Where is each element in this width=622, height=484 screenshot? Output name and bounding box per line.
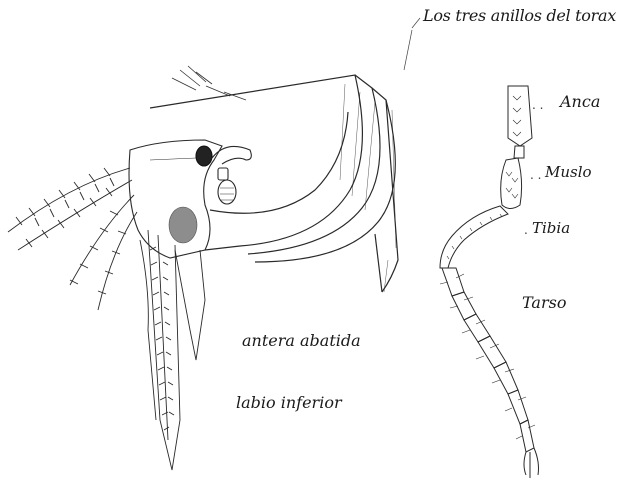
dot-leader-anca: . . — [532, 98, 543, 112]
mouthparts — [140, 230, 205, 470]
label-labio-inferior: labio inferior — [236, 395, 342, 411]
insect-leg — [440, 86, 539, 478]
coxa — [508, 86, 532, 146]
dot-leader-muslo: . . — [530, 168, 541, 182]
label-antera-abatida: antera abatida — [242, 333, 361, 349]
thorax-rings — [150, 75, 398, 292]
tibia — [440, 206, 508, 268]
leader-lines — [404, 18, 420, 70]
label-tarso: Tarso — [522, 295, 566, 311]
head — [129, 140, 251, 258]
label-tibia: Tibia — [532, 221, 570, 236]
label-muslo: Muslo — [545, 165, 592, 180]
label-anca: Anca — [560, 94, 600, 110]
eye-icon — [196, 146, 212, 166]
label-thorax-rings: Los tres anillos del torax — [423, 8, 616, 24]
dot-leader-tibia: . — [524, 223, 528, 237]
femur — [501, 158, 522, 209]
feathered-palps — [8, 168, 137, 310]
